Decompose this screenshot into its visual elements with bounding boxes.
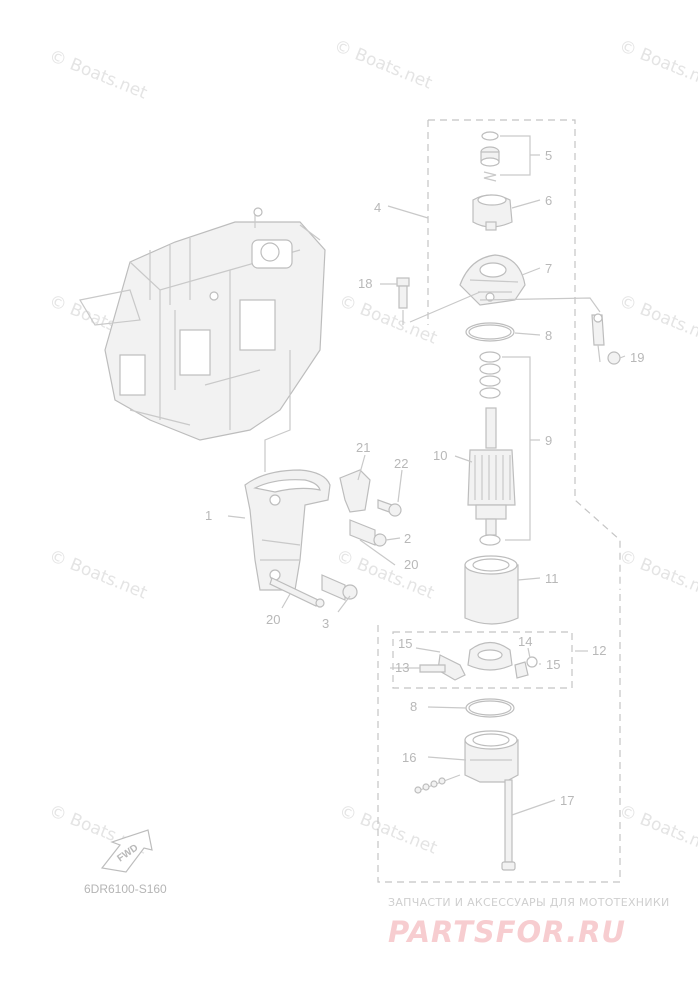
bracket-bolts [269, 469, 402, 608]
callout-22: 22 [394, 456, 408, 471]
callout-15: 15 [398, 636, 412, 651]
pinion-parts [480, 131, 540, 182]
callout-8: 8 [545, 328, 552, 343]
brush-holder-group [392, 631, 573, 689]
lower-end-cap [414, 730, 519, 794]
callout-21: 21 [356, 440, 370, 455]
watermark: © Boats.net [331, 36, 435, 94]
callout-6: 6 [545, 193, 552, 208]
callout-19: 19 [630, 350, 644, 365]
brand-logo: PARTSFOR.RU [388, 915, 626, 949]
watermark: © Boats.net [616, 546, 698, 604]
callout-16: 16 [402, 750, 416, 765]
armature-washer [479, 534, 501, 546]
callout-20: 20 [404, 557, 418, 572]
callout-12: 12 [592, 643, 606, 658]
end-cover [459, 254, 526, 306]
callout-20: 20 [266, 612, 280, 627]
leader-lines [227, 199, 626, 816]
watermark: © Boats.net [46, 546, 150, 604]
callout-11: 11 [545, 571, 559, 586]
callout-3: 3 [322, 616, 329, 631]
callout-13: 13 [395, 660, 409, 675]
yoke [464, 555, 519, 625]
watermark: © Boats.net [616, 801, 698, 859]
watermark: © Boats.net [336, 801, 440, 859]
bolt-leader-18 [409, 291, 481, 323]
engine-block [79, 207, 326, 441]
watermarks: © Boats.net © Boats.net © Boats.net © Bo… [46, 36, 698, 859]
starter-lead [591, 313, 621, 365]
through-bolt [501, 779, 516, 871]
watermark: © Boats.net [616, 36, 698, 94]
watermark: © Boats.net [616, 291, 698, 349]
cover-bolt [396, 277, 410, 325]
callout-4: 4 [374, 200, 381, 215]
callout-18: 18 [358, 276, 372, 291]
brand-tagline: ЗАПЧАСТИ И АКСЕССУАРЫ ДЛЯ МОТОТЕХНИКИ [388, 896, 670, 909]
callout-10: 10 [433, 448, 447, 463]
watermark: © Boats.net [336, 291, 440, 349]
watermark: © Boats.net [46, 46, 150, 104]
callout-17: 17 [560, 793, 574, 808]
callout-14: 14 [518, 634, 532, 649]
pinion-gear [472, 194, 513, 231]
callout-9: 9 [545, 433, 552, 448]
brush-holder [419, 641, 538, 681]
callout-1: 1 [205, 508, 212, 523]
callout-15: 15 [546, 657, 560, 672]
washer-set [479, 351, 540, 541]
starter-bracket [244, 469, 331, 591]
callout-8: 8 [410, 699, 417, 714]
fwd-arrow-icon: FWD [100, 829, 153, 873]
lead-connection [479, 297, 601, 313]
starter-assembly-outline [377, 590, 621, 883]
brand-footer: ЗАПЧАСТИ И АКСЕССУАРЫ ДЛЯ МОТОТЕХНИКИ PA… [388, 896, 670, 949]
o-ring-lower-inner [468, 700, 512, 716]
diagram-code: 6DR6100-S160 [84, 882, 167, 896]
callout-2: 2 [404, 531, 411, 546]
armature [467, 407, 516, 536]
callout-numbers: 1 2 3 4 5 6 7 8 9 10 11 12 13 14 15 15 8… [205, 148, 644, 808]
bracket-leader [264, 350, 291, 472]
starter-assembly-outline [428, 119, 621, 590]
o-ring-inner [468, 324, 512, 340]
callout-5: 5 [545, 148, 552, 163]
callout-7: 7 [545, 261, 552, 276]
